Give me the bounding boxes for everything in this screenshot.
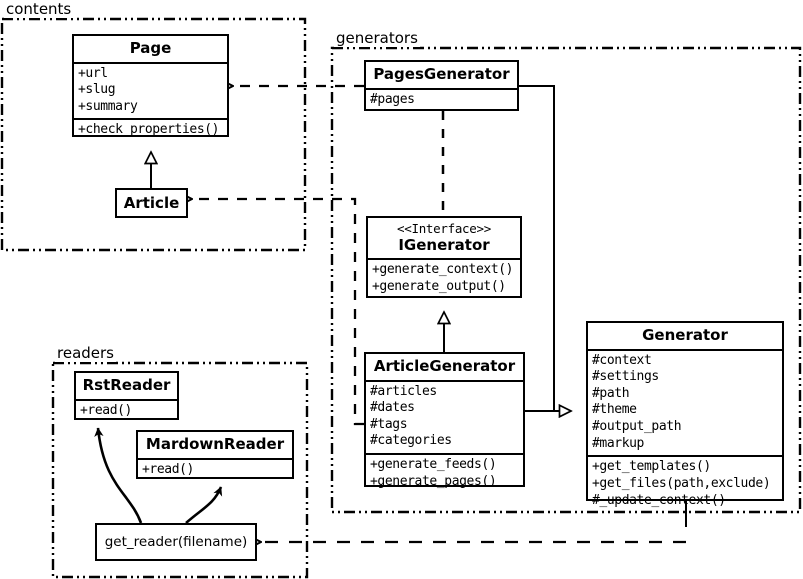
attribute-item: #output_path xyxy=(592,419,682,434)
attribute-item: +slug xyxy=(78,82,116,98)
class-box-generator[interactable]: Generator #context #settings #path #them… xyxy=(586,321,784,508)
compartment-divider xyxy=(366,379,523,382)
operation-item: +generate_output() xyxy=(372,278,506,294)
attribute-item: #theme xyxy=(592,402,637,418)
class-box-igenerator[interactable]: <<Interface>> IGenerator +generate_conte… xyxy=(366,216,522,298)
operation-item: +check_properties() xyxy=(78,122,220,138)
operation-item: +read() xyxy=(80,402,132,418)
operation-item: +read() xyxy=(142,461,194,477)
class-name-articlegenerator: ArticleGenerator xyxy=(373,357,516,375)
class-stereotype-igenerator: <<Interface>> xyxy=(397,221,491,236)
operation-item: +get_templates() xyxy=(592,459,711,475)
attribute-item: #tags xyxy=(370,416,408,432)
class-box-pagesgenerator[interactable]: PagesGenerator #pages xyxy=(364,60,519,111)
operations-compartment-rstreader: +read() xyxy=(76,401,177,423)
attribute-item: +summary xyxy=(78,98,138,114)
operations-compartment-page: +check_properties() xyxy=(74,120,227,142)
package-label-contents: contents xyxy=(4,0,74,18)
function-node-get-reader[interactable]: get_reader(filename) xyxy=(95,523,257,561)
operations-compartment-mardownreader: +read() xyxy=(138,460,292,482)
function-node-label: get_reader(filename) xyxy=(104,534,248,550)
class-name-label-igenerator: IGenerator xyxy=(398,235,490,254)
operations-compartment-generator: +get_templates() +get_files(path,exclude… xyxy=(588,457,782,512)
class-name-generator: Generator xyxy=(642,326,728,344)
class-box-page[interactable]: Page +url +slug +summary +check_properti… xyxy=(72,34,229,137)
attribute-item: #settings xyxy=(592,369,659,385)
package-label-generators: generators xyxy=(334,29,420,47)
attribute-item: #articles xyxy=(370,383,437,399)
relation-get-reader-to-rstreader xyxy=(94,427,143,524)
attribute-item: +url xyxy=(78,65,108,81)
attribute-item: #markup xyxy=(592,435,644,451)
class-name-article: Article xyxy=(123,193,180,212)
compartment-divider xyxy=(368,258,520,261)
operations-compartment-articlegenerator: +generate_feeds() +generate_pages() xyxy=(366,455,523,493)
compartment-divider xyxy=(74,118,227,121)
attribute-item: #pages xyxy=(370,91,415,107)
attributes-compartment-generator: #context #settings #path #theme #output_… xyxy=(588,351,782,456)
relation-get-reader-to-mardownreader xyxy=(185,486,223,524)
compartment-divider xyxy=(74,61,227,64)
class-box-article[interactable]: Article xyxy=(115,188,188,218)
compartment-divider xyxy=(76,398,177,401)
class-box-rstreader[interactable]: RstReader +read() xyxy=(74,371,179,420)
operation-item: +generate_pages() xyxy=(370,473,497,489)
attributes-compartment-articlegenerator: #articles #dates #tags #categories xyxy=(366,382,523,454)
relation-articlegenerator-uses-article xyxy=(192,199,364,426)
attribute-item: #context xyxy=(592,352,652,368)
attributes-compartment-pagesgenerator: #pages xyxy=(366,90,517,112)
class-name-page: Page xyxy=(129,39,172,57)
attribute-item: #categories xyxy=(370,433,452,449)
class-name-igenerator: <<Interface>> IGenerator xyxy=(368,218,520,258)
class-name-pagesgenerator: PagesGenerator xyxy=(373,65,510,83)
operation-item: #_update_context() xyxy=(592,492,726,508)
class-box-mardownreader[interactable]: MardownReader +read() xyxy=(136,430,294,479)
relation-pagesgenerator-to-generator xyxy=(519,85,571,411)
class-name-rstreader: RstReader xyxy=(82,376,171,394)
attribute-item: #dates xyxy=(370,400,415,416)
operations-compartment-igenerator: +generate_context() +generate_output() xyxy=(368,260,520,298)
class-name-mardownreader: MardownReader xyxy=(145,435,285,453)
compartment-divider xyxy=(588,348,782,351)
compartment-divider xyxy=(366,87,517,90)
compartment-divider xyxy=(138,457,292,460)
compartment-divider xyxy=(366,453,523,455)
class-box-articlegenerator[interactable]: ArticleGenerator #articles #dates #tags … xyxy=(364,352,525,489)
compartment-divider xyxy=(588,455,782,458)
attribute-item: #path xyxy=(592,385,630,401)
operation-item: +get_files(path,exclude) xyxy=(592,475,771,491)
package-label-readers: readers xyxy=(55,344,116,362)
operation-item: +generate_context() xyxy=(372,262,514,278)
attributes-compartment-page: +url +slug +summary xyxy=(74,64,227,119)
operation-item: +generate_feeds() xyxy=(370,457,497,472)
